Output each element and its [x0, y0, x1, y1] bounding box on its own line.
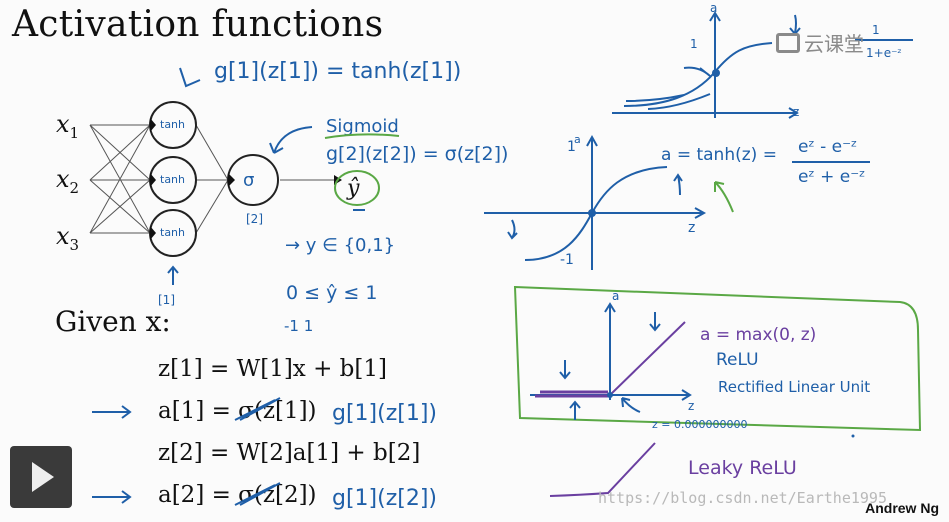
sigmoid-graph: [612, 11, 801, 119]
equation-z2: z[2] = W[2]a[1] + b[2]: [158, 440, 421, 466]
tanh-tick-1: 1: [567, 139, 576, 155]
tanh-axis-z: z: [688, 220, 695, 236]
leaky-relu-curve: [549, 442, 656, 497]
play-button[interactable]: [10, 446, 72, 508]
y-set-annotation: → y ∈ {0,1}: [285, 235, 395, 256]
tanh-tick-neg1: -1: [560, 252, 574, 268]
tanh-denominator: eᶻ + e⁻ᶻ: [798, 167, 865, 187]
relu-label: ReLU: [716, 350, 759, 370]
author-credit: Andrew Ng: [865, 500, 939, 516]
input-x3: x3: [56, 222, 80, 254]
sigmoid-label: Sigmoid: [326, 116, 399, 137]
output-circle: [334, 170, 380, 206]
output-y-hat: ŷ: [346, 176, 360, 201]
layer-2-label: [2]: [246, 212, 263, 226]
leaky-relu-label: Leaky ReLU: [688, 457, 797, 479]
hidden-neurons: [149, 101, 197, 257]
slide-title: Activation functions: [12, 4, 384, 45]
network-edges: [89, 124, 338, 234]
g2-annotation: g[2](z[2]) = σ(z[2]): [326, 143, 508, 165]
tanh-numerator: eᶻ - e⁻ᶻ: [798, 137, 857, 157]
y-hat-range: 0 ≤ ŷ ≤ 1: [286, 282, 377, 304]
relu-graph: [530, 302, 692, 420]
input-x1: x1: [56, 110, 80, 142]
layer-1-label: [1]: [158, 293, 175, 307]
tanh-range: -1 1: [284, 317, 313, 335]
sigmoid-axis-z: z: [793, 105, 799, 119]
sigmoid-tick-1: 1: [690, 37, 698, 51]
relu-full-name: Rectified Linear Unit: [718, 378, 870, 396]
g-replace-1: g[1](z[1]): [332, 401, 437, 426]
input-x2: x2: [56, 165, 80, 197]
relu-definition: a = max(0, z): [700, 325, 816, 345]
relu-axis-z: z: [688, 399, 694, 413]
relu-box: [513, 285, 922, 432]
equation-z1: z[1] = W[1]x + b[1]: [158, 356, 387, 382]
sigmoid-numerator: 1: [872, 23, 880, 37]
neuron-label-tanh: tanh: [160, 226, 185, 239]
z-small-value: z = 0.000000000: [652, 418, 747, 431]
neuron-label-sigma: σ: [243, 170, 254, 191]
g-replace-2: g[1](z[2]): [332, 486, 437, 511]
tanh-definition: a = tanh(z) =: [661, 145, 777, 165]
relu-axis-a: a: [612, 289, 619, 303]
sigmoid-axis-a: a: [710, 1, 717, 15]
g1-annotation: g[1](z[1]) = tanh(z[1]): [214, 59, 461, 84]
tanh-axis-a: a: [574, 133, 581, 146]
logo-icon: [776, 32, 800, 53]
sigmoid-denominator: 1+e⁻ᶻ: [866, 46, 902, 60]
url-watermark: https://blog.csdn.net/Earthe1995: [598, 489, 887, 507]
given-label: Given x:: [55, 305, 171, 338]
neuron-label-tanh: tanh: [160, 173, 185, 186]
course-logo: 云课堂: [776, 28, 864, 57]
neuron-label-tanh: tanh: [160, 118, 185, 131]
